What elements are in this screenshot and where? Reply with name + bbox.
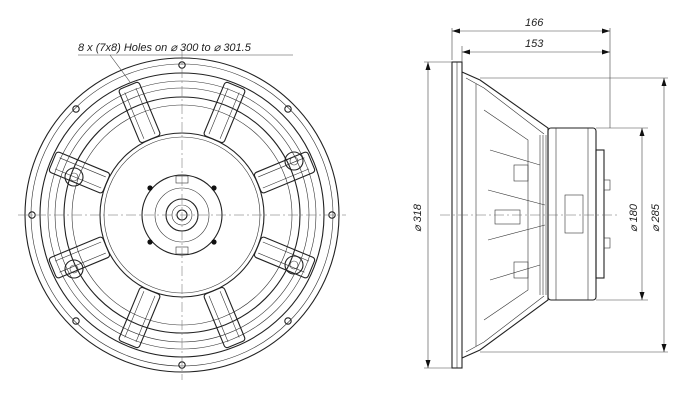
label-depth-frame: 153 (525, 38, 544, 50)
dim-dia-magnet: ⌀ 180 (596, 127, 648, 301)
side-view: 166 153 ⌀ 318 ⌀ 180 (412, 17, 668, 369)
mounting-holes (28, 61, 336, 369)
dim-dia-outer: ⌀ 318 (412, 61, 452, 369)
label-depth-overall: 166 (525, 17, 544, 29)
holes-note: 8 x (7x8) Holes on ⌀ 300 to ⌀ 301.5 (78, 42, 252, 54)
front-view: 8 x (7x8) Holes on ⌀ 300 to ⌀ 301.5 (18, 42, 346, 380)
label-dia-magnet: ⌀ 180 (628, 203, 640, 232)
terminal-lugs (64, 151, 304, 279)
frame-spokes (48, 81, 316, 349)
dim-depth-frame: 153 (461, 38, 610, 62)
label-dia-outer: ⌀ 318 (412, 203, 424, 232)
side-magnet (547, 127, 611, 301)
label-dia-cone: ⌀ 285 (650, 203, 662, 232)
dim-dia-cone: ⌀ 285 (480, 77, 668, 353)
dim-depth-overall: 166 (451, 17, 611, 128)
